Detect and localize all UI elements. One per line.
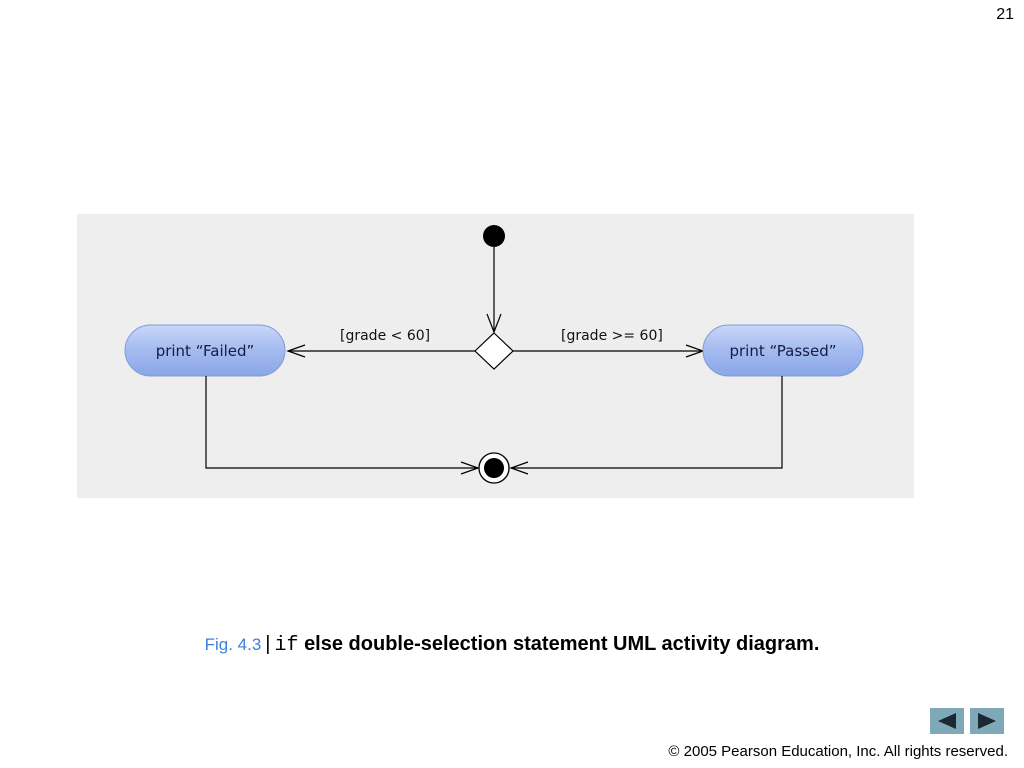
- arrowhead-final-right: [509, 461, 529, 475]
- triangle-right-icon: [978, 713, 996, 729]
- figure-label: Fig. 4.3: [204, 635, 262, 654]
- previous-slide-button[interactable]: [930, 708, 964, 734]
- slide-navigation: [930, 708, 1004, 734]
- flow-failed-to-final: [205, 376, 478, 469]
- caption-separator: |: [265, 633, 271, 655]
- figure-caption: Fig. 4.3|if else double-selection statem…: [0, 633, 1024, 657]
- slide-number: 21: [996, 6, 1014, 23]
- action-passed: [702, 324, 864, 377]
- arrowhead-failed: [286, 344, 306, 358]
- next-slide-button[interactable]: [970, 708, 1004, 734]
- right-guard-label: [grade >= 60]: [561, 328, 663, 344]
- flow-passed-to-final: [511, 376, 783, 469]
- arrowhead-decision: [486, 313, 502, 334]
- action-failed-label: print “Failed”: [156, 342, 255, 360]
- copyright-notice: © 2005 Pearson Education, Inc. All right…: [668, 743, 1008, 760]
- diagram-canvas: [grade < 60] [grade >= 60] print “Failed…: [124, 225, 864, 484]
- uml-activity-diagram: [grade < 60] [grade >= 60] print “Failed…: [77, 214, 914, 498]
- decision-node: [474, 332, 514, 370]
- initial-node: [483, 225, 505, 247]
- left-guard-label: [grade < 60]: [340, 328, 430, 344]
- action-failed: [124, 324, 286, 377]
- arrowhead-final-left: [460, 461, 480, 475]
- triangle-left-icon: [938, 713, 956, 729]
- action-passed-label: print “Passed”: [729, 342, 836, 360]
- caption-code-word: if: [274, 634, 299, 657]
- caption-text: else double-selection statement UML acti…: [304, 633, 820, 655]
- final-node: [484, 458, 504, 478]
